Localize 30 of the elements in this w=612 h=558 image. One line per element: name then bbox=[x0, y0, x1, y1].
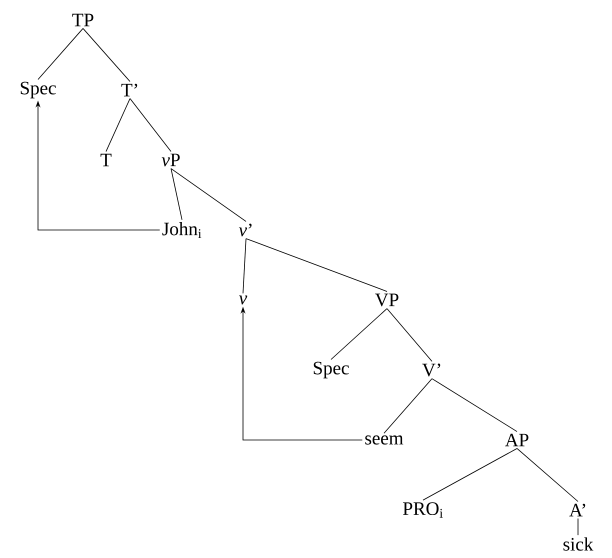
category-label: v’ bbox=[238, 224, 252, 236]
branch-line bbox=[246, 238, 388, 292]
category-label: V’ bbox=[422, 364, 440, 376]
branch-line bbox=[516, 448, 578, 502]
branch-line bbox=[242, 238, 246, 294]
category-label: T’ bbox=[121, 84, 138, 96]
category-label: T bbox=[100, 154, 112, 166]
category-label: VP bbox=[375, 294, 398, 306]
category-label: sick bbox=[564, 537, 594, 551]
category-label: TP bbox=[72, 14, 94, 26]
branch-line bbox=[384, 378, 432, 434]
branch-line bbox=[170, 168, 182, 220]
branch-line bbox=[432, 378, 518, 432]
branch-line bbox=[386, 308, 432, 362]
category-label: Spec bbox=[20, 82, 56, 98]
branch-line bbox=[170, 168, 246, 222]
branch-line bbox=[422, 448, 518, 500]
category-label: vP bbox=[162, 154, 180, 166]
category-label: John$_{i}$ bbox=[162, 222, 202, 238]
branch-line bbox=[82, 28, 130, 82]
category-label: Spec bbox=[314, 362, 349, 378]
category-label: v bbox=[239, 296, 248, 304]
category-label: PRO$_{i}$ bbox=[402, 502, 443, 518]
category-label: seem bbox=[365, 435, 404, 445]
branch-line bbox=[106, 98, 130, 152]
branch-line bbox=[38, 28, 84, 80]
category-label: AP bbox=[505, 434, 528, 446]
category-label: A’ bbox=[569, 504, 586, 516]
branch-line bbox=[130, 98, 172, 152]
branch-line bbox=[330, 308, 388, 360]
